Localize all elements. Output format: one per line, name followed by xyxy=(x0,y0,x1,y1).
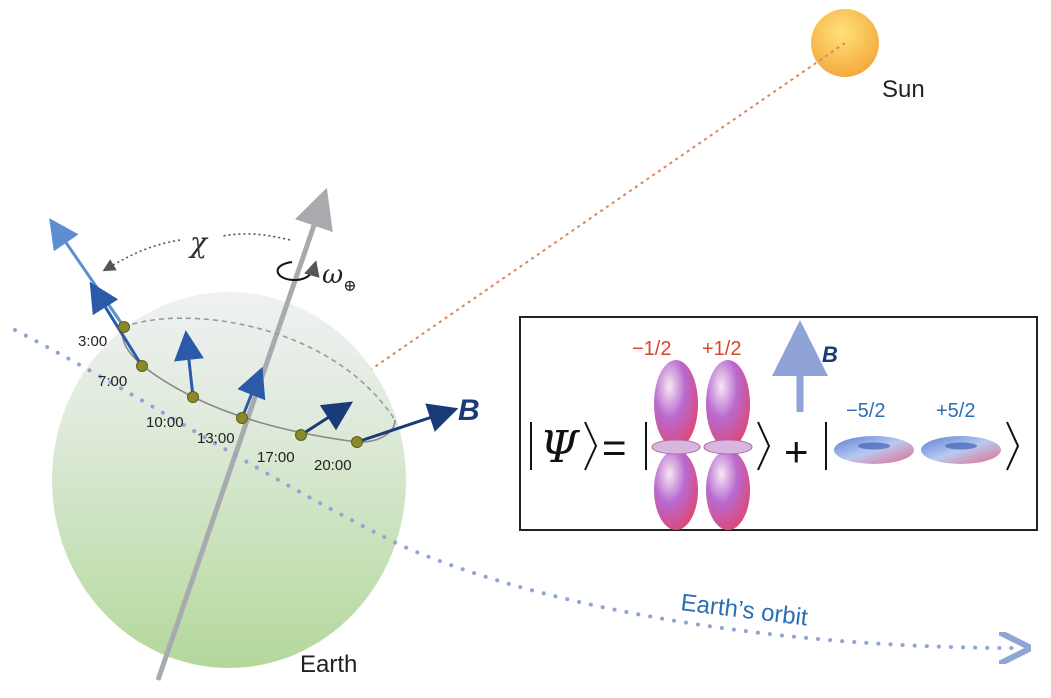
b-arrow-20 xyxy=(356,403,459,444)
time-label-20: 20:00 xyxy=(314,457,352,474)
time-label-7: 7:00 xyxy=(98,373,127,390)
time-label-17: 17:00 xyxy=(257,449,295,466)
torus-plus-five-half xyxy=(921,436,1001,464)
b-arrow-10 xyxy=(174,330,204,398)
position-dot-20 xyxy=(351,436,363,448)
ket-angle-left xyxy=(584,421,598,471)
b-arrow-13 xyxy=(237,366,266,419)
inset-box xyxy=(519,316,1038,531)
lobe-label-plus-half: +1/2 xyxy=(702,338,741,360)
sun-label: Sun xyxy=(882,76,925,103)
inset-b-label: B xyxy=(822,342,838,367)
position-dot-13 xyxy=(236,412,248,424)
position-dot-17 xyxy=(295,429,307,441)
chi-arc-left xyxy=(102,239,181,272)
position-dot-7 xyxy=(136,360,148,372)
time-label-10: 10:00 xyxy=(146,414,184,431)
position-dot-10 xyxy=(187,391,199,403)
time-label-13: 13:00 xyxy=(197,430,235,447)
ket-angle-middle xyxy=(757,421,771,471)
chi-arc xyxy=(221,233,291,241)
earth-label: Earth xyxy=(300,651,357,678)
position-dot-3 xyxy=(118,321,130,333)
lobe-label-minus-half: −1/2 xyxy=(632,338,671,360)
psi-symbol: Ψ xyxy=(540,422,580,473)
ket-angle-right xyxy=(1006,421,1020,471)
plus-sign: + xyxy=(784,428,809,475)
earth-orbit xyxy=(13,328,1015,648)
omega-label: ω⊕ xyxy=(322,260,357,295)
chi-label: χ xyxy=(188,226,209,259)
rotation-arrow-icon xyxy=(276,260,320,282)
lobe-minus-half xyxy=(651,360,701,530)
b-field-label: B xyxy=(458,394,480,427)
rotation-axis xyxy=(155,187,333,681)
equals-sign: = xyxy=(602,424,627,471)
torus-minus-five-half xyxy=(834,436,914,464)
torus-label-minus-five-half: −5/2 xyxy=(846,400,885,422)
b-arrow-3 xyxy=(49,218,126,328)
time-label-3: 3:00 xyxy=(78,333,107,350)
lobe-plus-half xyxy=(703,360,753,530)
torus-label-plus-five-half: +5/2 xyxy=(936,400,975,422)
latitude-circle-back xyxy=(123,317,396,421)
b-arrow-17 xyxy=(300,401,354,437)
